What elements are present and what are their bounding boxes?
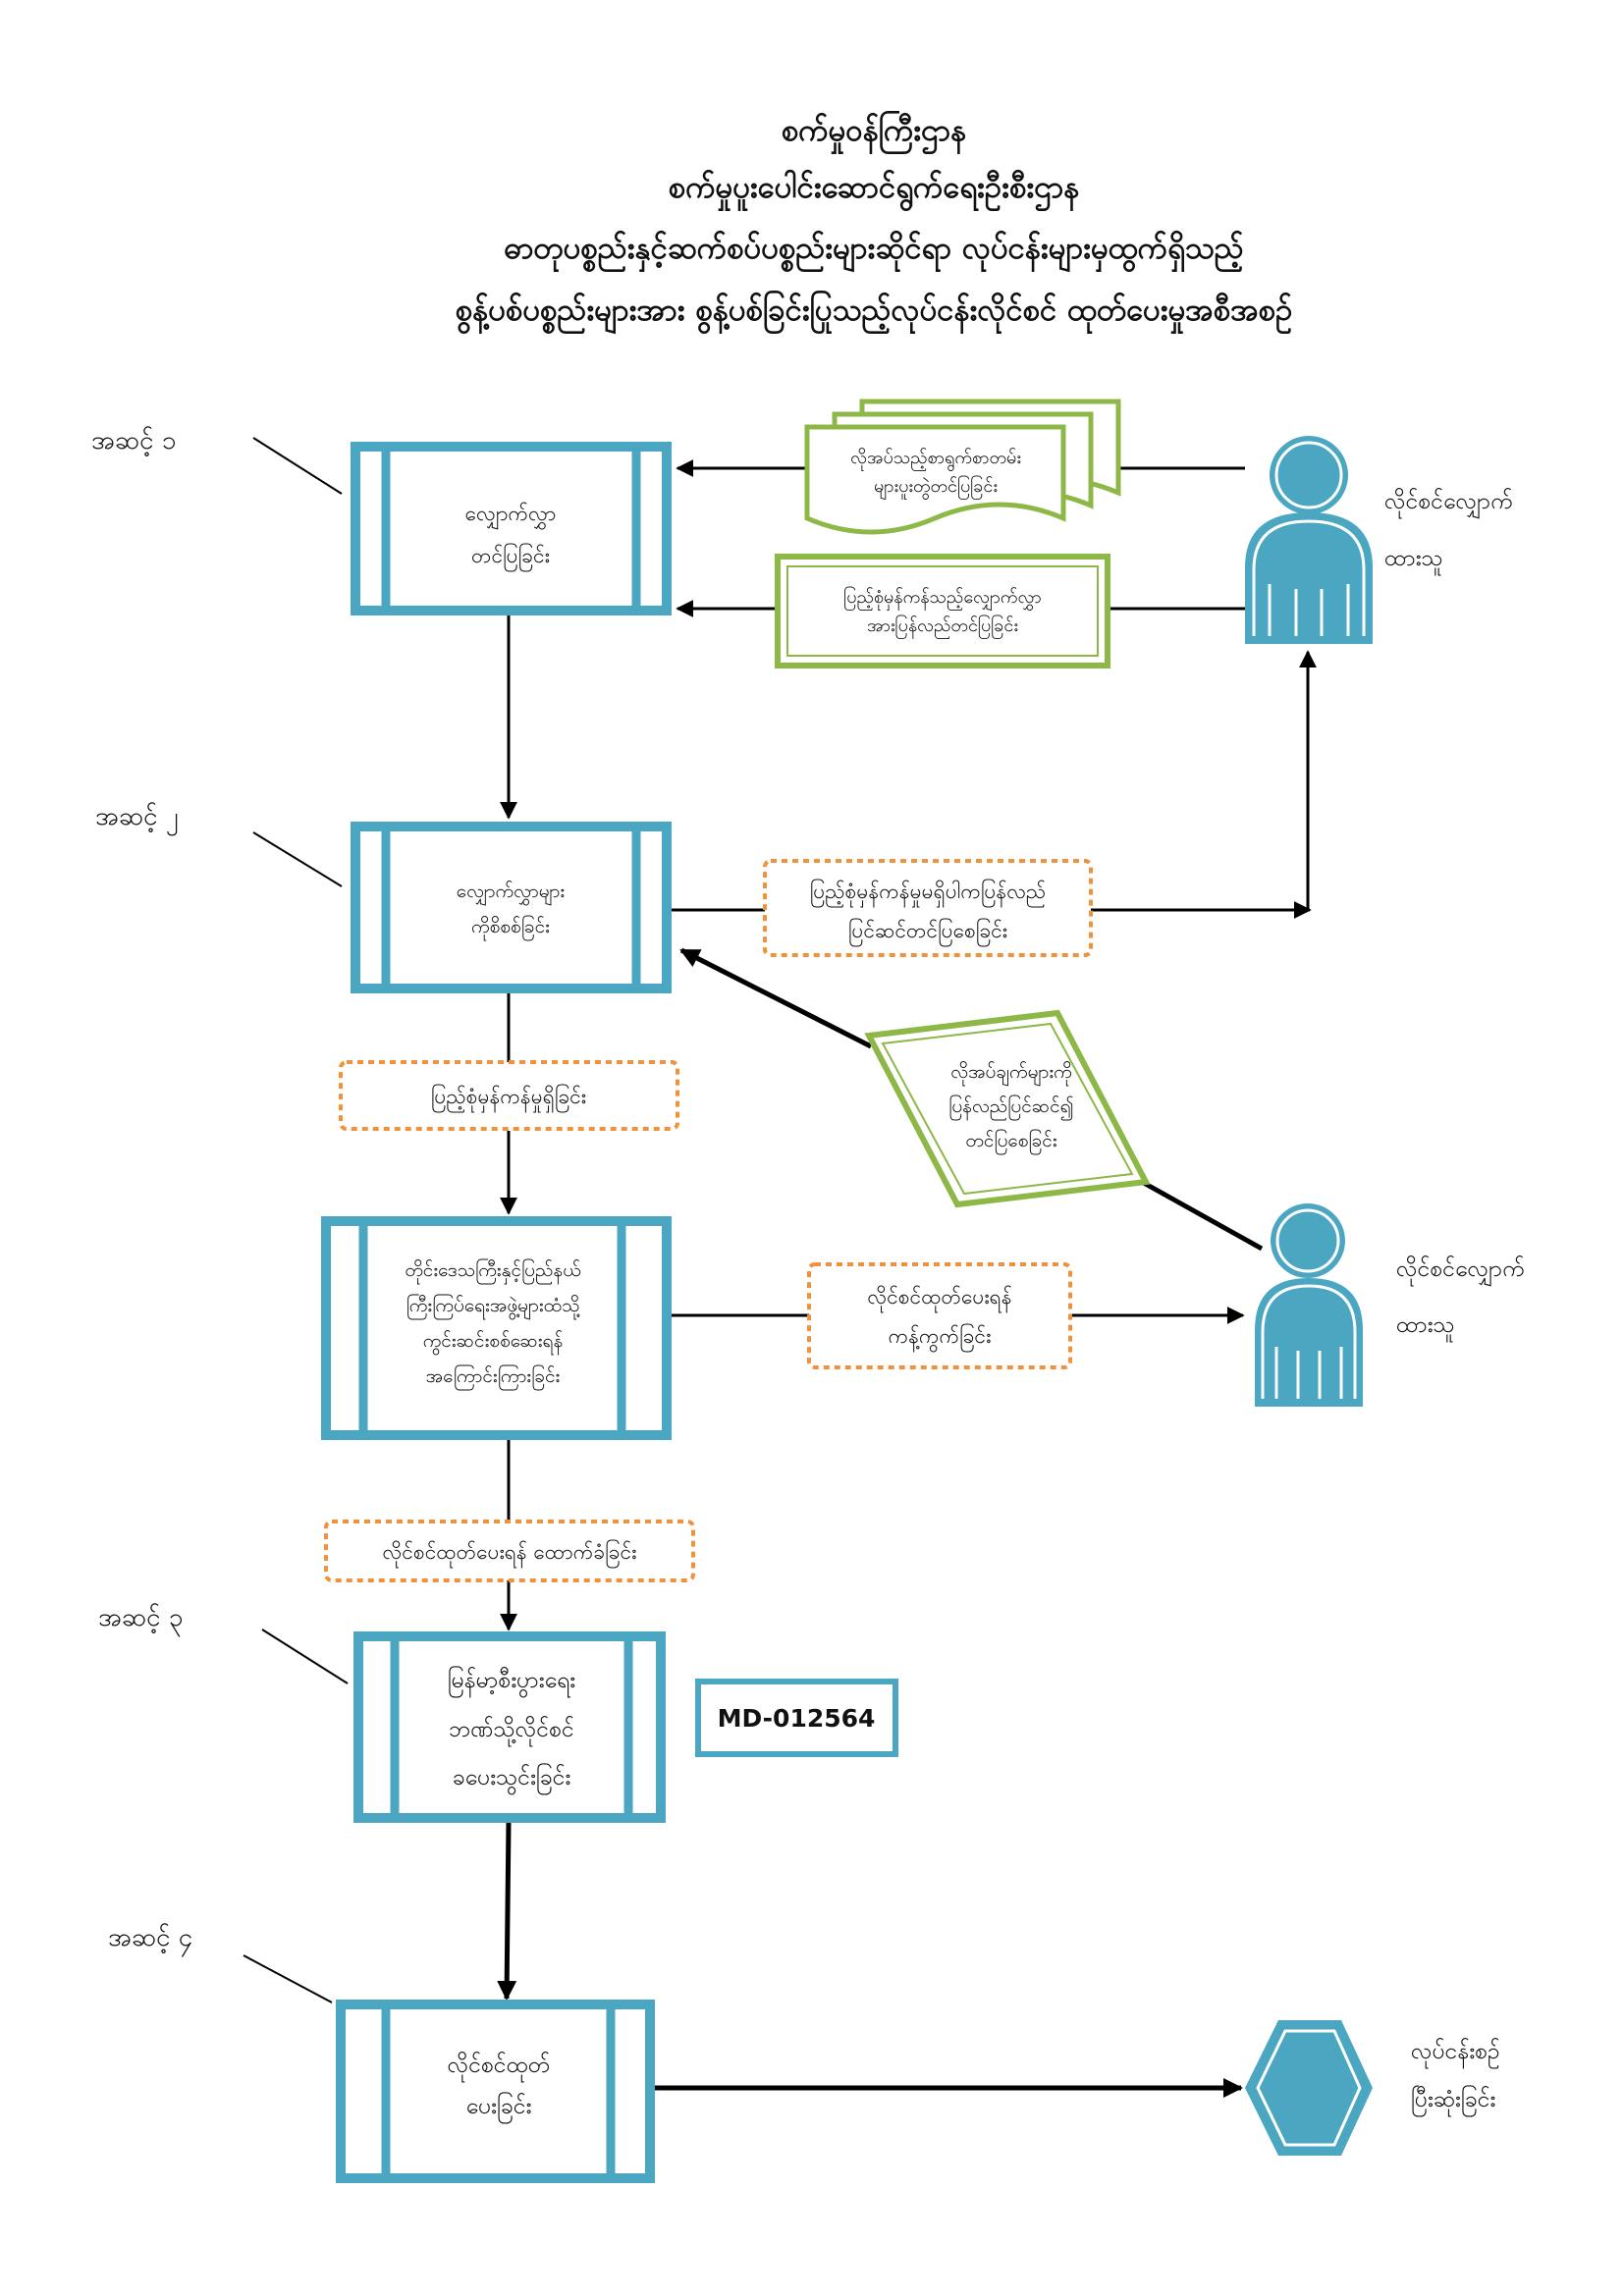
box-text-line: လိုင်စင်ထုတ် (448, 2053, 551, 2082)
title-line-department: စက်မှုပူးပေါင်းဆောင်ရွက်ရေးဦးစီးဌာန (669, 169, 1080, 212)
box-text-line: လျှောက်လွှာများ (457, 880, 565, 906)
applicant-1: လိုင်စင်လျှောက် ထားသူ (1245, 436, 1513, 644)
process-box-review-applications: လျှောက်လွှာများ ကိုစိစစ်ခြင်း (351, 822, 672, 993)
arrow-requirements-to-step2 (679, 947, 873, 1049)
applicant-2: လိုင်စင်လျှောက် ထားသူ (1255, 1203, 1525, 1407)
box-text-line: တင်ပြခြင်း (471, 542, 550, 572)
title-line-ministry: စက်မှုဝန်ကြီးဌာန (782, 111, 966, 155)
box-text-line: ခပေးသွင်းခြင်း (453, 1764, 571, 1795)
decision-complete: ပြည့်စုံမှန်ကန်မှုရှိခြင်း (339, 1060, 679, 1131)
document-text-line: အားပြန်လည်တင်ပြခြင်း (867, 614, 1018, 639)
end-label-line: ပြီးဆုံးခြင်း (1411, 2086, 1495, 2116)
decision-incomplete-return: ပြည့်စုံမှန်ကန်မှုမရှိပါကပြန်လည် ပြင်ဆင်… (763, 859, 1093, 957)
connectors (497, 459, 1317, 2098)
box-text-line: မြန်မာ့စီးပွားရေး (448, 1667, 575, 1698)
applicant-label-line: ထားသူ (1396, 1312, 1455, 1342)
applicant-label-line: ထားသူ (1384, 546, 1443, 575)
applicant-label-line: လိုင်စင်လျှောက် (1396, 1256, 1525, 1286)
box-text-line: ကွင်းဆင်းစစ်ဆေးရန် (423, 1329, 564, 1356)
applicant-label-line: လိုင်စင်လျှောက် (1384, 489, 1513, 518)
document-text-line: ပြန်လည်ပြင်ဆင်၍ (948, 1094, 1074, 1121)
arrow-step3-to-step4 (497, 1822, 517, 2001)
step-label-2: အဆင့် ၂ (95, 801, 343, 887)
box-text-line: ကိုစိစစ်ခြင်း (471, 914, 550, 941)
step-label-1: အဆင့် ၁ (91, 425, 343, 495)
process-box-submit-application: လျှောက်လွှာ တင်ပြခြင်း (351, 442, 672, 615)
decision-text-line: ပြင်ဆင်တင်ပြစေခြင်း (848, 917, 1007, 947)
box-text-line: ကြီးကြပ်ရေးအဖွဲ့များထံသို့ (406, 1293, 580, 1320)
page-title: စက်မှုဝန်ကြီးဌာန စက်မှုပူးပေါင်းဆောင်ရွက… (456, 111, 1293, 335)
decision-object-to-issue: လိုင်စင်ထုတ်ပေးရန် ကန့်ကွက်ခြင်း (807, 1262, 1072, 1369)
box-text-line: ပေးခြင်း (466, 2093, 532, 2123)
process-box-pay-license-fee: မြန်မာ့စီးပွားရေး ဘဏ်သို့လိုင်စင် ခပေးသွ… (353, 1631, 666, 1823)
decision-recommend-issue: လိုင်စင်ထုတ်ပေးရန် ထောက်ခံခြင်း (324, 1520, 695, 1582)
person-icon (1245, 436, 1373, 644)
step-pointer-line (243, 1954, 333, 2003)
step-pointer-line (252, 437, 343, 495)
step-label-3: အဆင့် ၃ (98, 1602, 349, 1684)
person-icon (1255, 1203, 1363, 1407)
document-text-line: ပြည့်စုံမှန်ကန်သည့်လျှောက်လွှာ (843, 586, 1042, 611)
process-end: လုပ်ငန်းစဉ် ပြီးဆုံးခြင်း (1245, 2020, 1500, 2156)
step-label-text: အဆင့် ၂ (95, 801, 179, 836)
title-line-scheme: စွန့်ပစ်ပစ္စည်းများအား စွန့်ပစ်ခြင်းပြုသ… (456, 291, 1293, 335)
document-resubmit-complete-application: ပြည့်စုံမှန်ကန်သည့်လျှောက်လွှာ အားပြန်လည… (775, 554, 1110, 668)
box-text-line: ဘဏ်သို့လိုင်စင် (449, 1717, 574, 1746)
decision-text-line: လိုင်စင်ထုတ်ပေးရန် ထောက်ခံခြင်း (383, 1538, 637, 1569)
step-label-4: အဆင့် ၄ (108, 1922, 333, 2003)
document-resubmit-requirements: လိုအပ်ချက်များကို ပြန်လည်ပြင်ဆင်၍ တင်ပြစ… (864, 1009, 1151, 1208)
step-label-text: အဆင့် ၄ (108, 1922, 192, 1957)
title-line-subject: ဓာတုပစ္စည်းနှင့်ဆက်စပ်ပစ္စည်းများဆိုင်ရာ… (504, 231, 1244, 273)
line-applicant-to-requirements (1140, 1179, 1264, 1252)
box-text-line: အကြောင်းကြားခြင်း (426, 1363, 561, 1391)
license-number-box: MD-012564 (695, 1679, 898, 1757)
document-text-line: တင်ပြစေခြင်း (965, 1128, 1056, 1155)
end-label-line: လုပ်ငန်းစဉ် (1411, 2039, 1500, 2068)
hexagon-end-icon (1245, 2020, 1373, 2156)
step-label-text: အဆင့် ၁ (91, 425, 176, 457)
box-text-line: တိုင်းဒေသကြီးနှင့်ပြည်နယ် (405, 1257, 580, 1285)
process-box-notify-supervisory-bodies: တိုင်းဒေသကြီးနှင့်ပြည်နယ် ကြီးကြပ်ရေးအဖွ… (321, 1216, 672, 1440)
license-number: MD-012564 (718, 1704, 876, 1733)
document-text-line: များပူးတွဲတင်ပြခြင်း (874, 475, 998, 500)
step-pointer-line (252, 831, 343, 887)
process-box-issue-license: လိုင်စင်ထုတ် ပေးခြင်း (336, 2000, 655, 2183)
step-pointer-line (261, 1629, 349, 1684)
document-text-line: လိုအပ်ချက်များကို (950, 1060, 1071, 1087)
document-text-line: လိုအပ်သည့်စာရွက်စာတမ်း (850, 448, 1021, 471)
document-stack-attach-required-documents: လိုအပ်သည့်စာရွက်စာတမ်း များပူးတွဲတင်ပြခြ… (804, 399, 1121, 535)
step-label-text: အဆင့် ၃ (98, 1602, 183, 1637)
